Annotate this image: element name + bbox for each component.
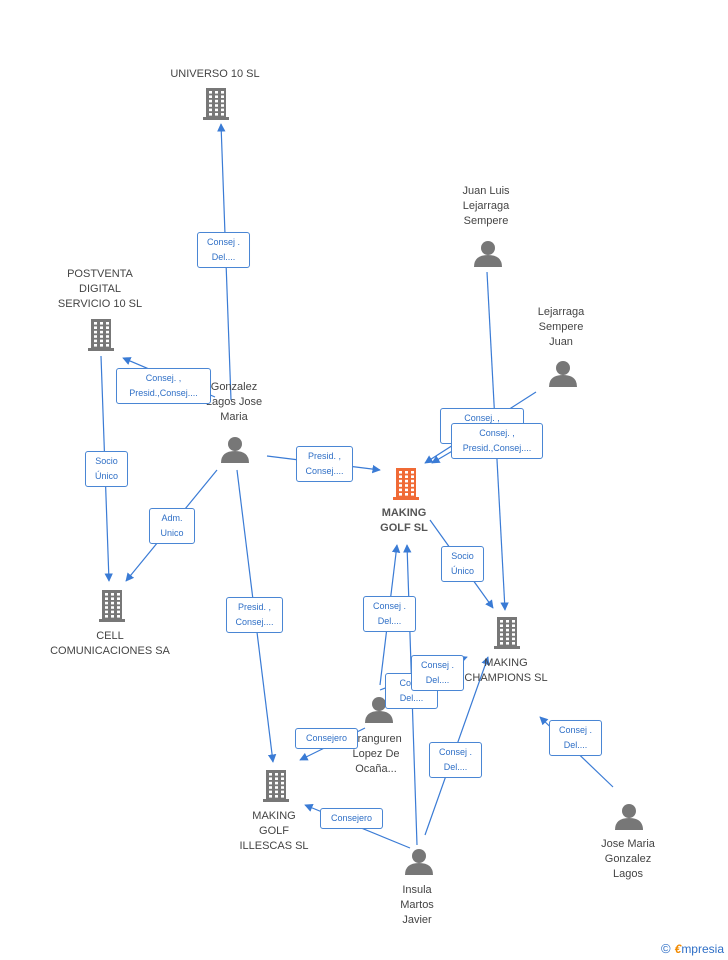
person-icon-insula[interactable] — [405, 849, 433, 875]
edge-label-gonzalez-universo[interactable]: Consej . Del.... — [197, 232, 250, 268]
brand-logo-letter: € — [674, 942, 682, 956]
node-label-universo[interactable]: UNIVERSO 10 SL — [170, 68, 260, 80]
building-icon-cell[interactable] — [99, 590, 125, 622]
node-label-postventa[interactable]: POSTVENTA DIGITAL SERVICIO 10 SL — [57, 268, 143, 310]
node-label-gonzalez-lagos[interactable]: Gonzalez Lagos Jose Maria — [205, 381, 263, 423]
person-icon-gonzalez-lagos[interactable] — [221, 437, 249, 463]
edge-label-aranguren-making-golf[interactable]: Consej . Del.... — [363, 596, 416, 632]
node-label-cell[interactable]: CELL COMUNICACIONES SA — [50, 630, 170, 657]
edge-label-gonzalez-illescas[interactable]: Presid. , Consej.... — [226, 597, 283, 633]
brand-footer[interactable]: ©€mpresia — [661, 941, 724, 956]
edge-label-gonzalez-postventa[interactable]: Consej. , Presid.,Consej.... — [116, 368, 211, 404]
building-icon-postventa[interactable] — [88, 319, 114, 351]
edge-label-gonzalez-cell[interactable]: Adm. Unico — [149, 508, 195, 544]
person-icon-jose-maria[interactable] — [615, 804, 643, 830]
node-label-juan-luis[interactable]: Juan Luis Lejarraga Sempere — [462, 185, 510, 227]
person-icon-juan-luis[interactable] — [474, 241, 502, 267]
brand-name: mpresia — [681, 942, 724, 956]
edge-label-insula-champions[interactable]: Consej . Del.... — [429, 742, 482, 778]
edge-label-lejarraga-making-golf[interactable]: Consej. , Presid.,Consej.... — [451, 423, 543, 459]
node-icons — [88, 88, 643, 875]
edge-label-insula-making-golf[interactable]: Consej . Del.... — [411, 655, 464, 691]
edge-label-aranguren-illescas[interactable]: Consejero — [295, 728, 358, 749]
node-label-aranguren[interactable]: Aranguren Lopez De Ocaña... — [350, 733, 402, 775]
person-icon-lejarraga-juan[interactable] — [549, 361, 577, 387]
building-icon-universo[interactable] — [203, 88, 229, 120]
edge-label-gonzalez-making-golf[interactable]: Presid. , Consej.... — [296, 446, 353, 482]
edge-label-insula-illescas[interactable]: Consejero — [320, 808, 383, 829]
copyright-symbol: © — [661, 941, 671, 956]
edge-label-jose-maria-champions[interactable]: Consej . Del.... — [549, 720, 602, 756]
node-label-making-golf[interactable]: MAKING GOLF SL — [380, 507, 428, 534]
node-label-jose-maria[interactable]: Jose Maria Gonzalez Lagos — [601, 838, 655, 880]
node-label-making-champions[interactable]: MAKING CHAMPIONS SL — [464, 657, 548, 684]
node-label-making-golf-illescas[interactable]: MAKING GOLF ILLESCAS SL — [239, 810, 309, 852]
node-label-lejarraga-juan[interactable]: Lejarraga Sempere Juan — [537, 306, 585, 348]
edge-label-making-golf-champions[interactable]: Socio Único — [441, 546, 484, 582]
edge-label-postventa-cell[interactable]: Socio Único — [85, 451, 128, 487]
building-icon-making-champions[interactable] — [494, 617, 520, 649]
building-icon-making-golf[interactable] — [393, 468, 419, 500]
person-icon-aranguren[interactable] — [365, 697, 393, 723]
node-label-insula[interactable]: Insula Martos Javier — [400, 884, 434, 926]
building-icon-making-golf-illescas[interactable] — [263, 770, 289, 802]
